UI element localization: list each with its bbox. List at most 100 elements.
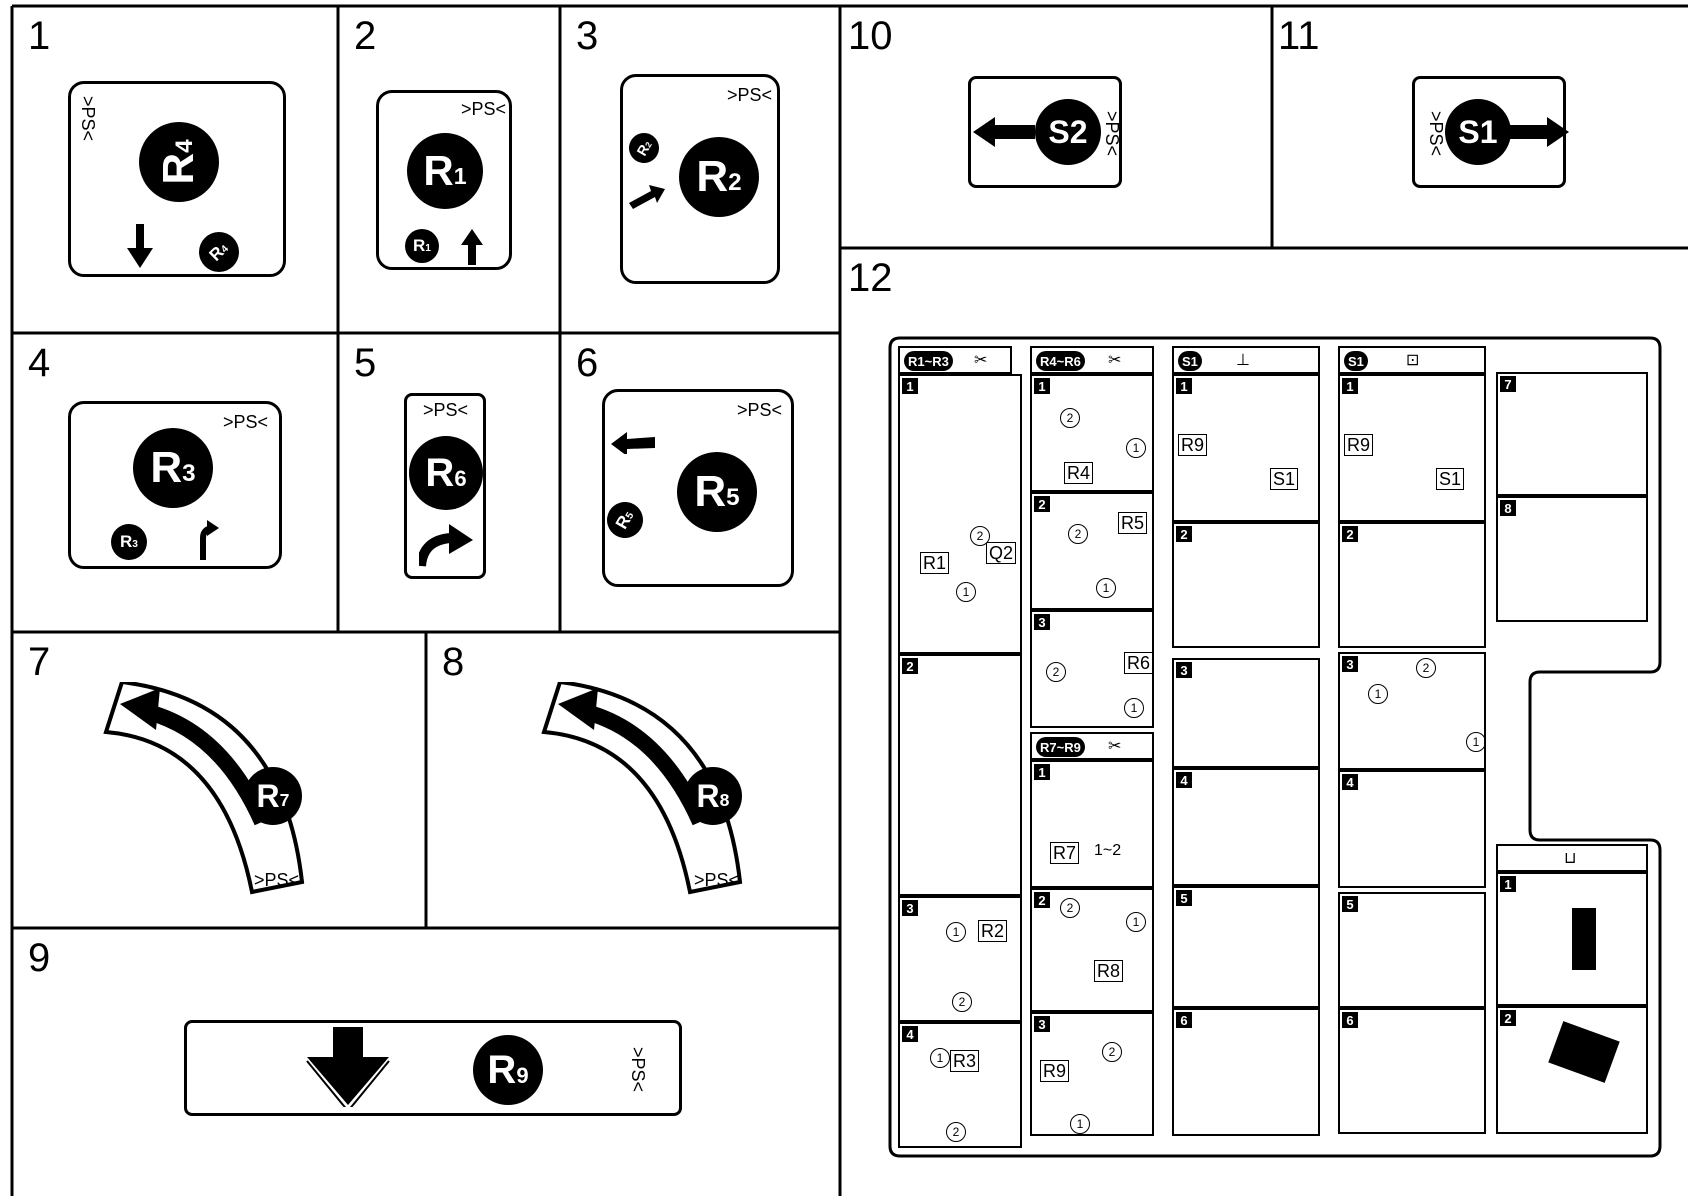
step-number: 1 bbox=[902, 378, 918, 394]
col4-header: S1 ⊡ bbox=[1338, 346, 1486, 374]
step-number: 1 bbox=[1500, 876, 1516, 892]
circled-2: 2 bbox=[1060, 898, 1080, 918]
step-number: 2 bbox=[1500, 1010, 1516, 1026]
ps-mark: >PS< bbox=[423, 400, 468, 421]
step-number: 1 bbox=[1034, 764, 1050, 780]
panel-11: 11 >PS< S1 bbox=[1272, 6, 1688, 248]
tag-r8: R8 bbox=[1094, 960, 1123, 982]
scissors-wave-icon: ✂ bbox=[1108, 350, 1121, 370]
r2-big-icon: R2 bbox=[679, 137, 759, 217]
panel-10: 10 S2 >PS< bbox=[840, 6, 1272, 248]
col2b-step-1: 1 R7 1~2 bbox=[1030, 760, 1154, 888]
col5-step-7: 7 bbox=[1496, 372, 1648, 496]
circled-1: 1 bbox=[1126, 912, 1146, 932]
circled-2: 2 bbox=[946, 1122, 966, 1142]
arrow-down-icon bbox=[127, 224, 153, 270]
circled-1: 1 bbox=[1070, 1114, 1090, 1134]
step-number: 4 bbox=[902, 1026, 918, 1042]
ps-mark: >PS< bbox=[627, 1047, 648, 1092]
arrow-up-icon bbox=[461, 229, 483, 265]
circled-2: 2 bbox=[1068, 524, 1088, 544]
ps-mark: >PS< bbox=[737, 400, 782, 421]
step-number: 2 bbox=[1342, 526, 1358, 542]
col1-step-2: 2 bbox=[898, 654, 1022, 896]
tag-r3: R3 bbox=[950, 1050, 979, 1072]
circled-1: 1 bbox=[930, 1048, 950, 1068]
circled-2: 2 bbox=[952, 992, 972, 1012]
ps-mark: >PS< bbox=[77, 96, 98, 141]
head-badge: R7~R9 bbox=[1036, 737, 1085, 757]
col4-step-4: 4 bbox=[1338, 770, 1486, 888]
col5-step-8: 8 bbox=[1496, 496, 1648, 622]
col3-header: S1 ⊥ bbox=[1172, 346, 1320, 374]
panel-number: 6 bbox=[576, 343, 598, 383]
staple-remove-icon: ⊥ bbox=[1236, 350, 1250, 370]
col3-step-6: 6 bbox=[1172, 1008, 1320, 1136]
panel-number: 5 bbox=[354, 343, 376, 383]
tag-r2: R2 bbox=[978, 920, 1007, 942]
panel-number: 11 bbox=[1278, 16, 1320, 56]
ps-mark: >PS< bbox=[223, 412, 268, 433]
head-badge: S1 bbox=[1344, 351, 1368, 371]
arrow-left-striped-icon bbox=[973, 117, 1043, 147]
panel-number: 9 bbox=[28, 938, 50, 978]
ps-mark: >PS< bbox=[694, 870, 739, 891]
step-number: 7 bbox=[1500, 376, 1516, 392]
panel-number: 3 bbox=[576, 16, 598, 56]
tag-r6: R6 bbox=[1124, 652, 1153, 674]
circled-1: 1 bbox=[1096, 578, 1116, 598]
col6-step-2: 2 bbox=[1496, 1006, 1648, 1134]
step-number: 4 bbox=[1342, 774, 1358, 790]
col2-step-3: 3 R6 2 1 bbox=[1030, 610, 1154, 728]
col3-step-4: 4 bbox=[1172, 768, 1320, 886]
step-number: 6 bbox=[1342, 1012, 1358, 1028]
panel-number: 2 bbox=[354, 16, 376, 56]
col2-header: R4~R6 ✂ bbox=[1030, 346, 1154, 374]
col2-step-1: 1 R4 2 1 bbox=[1030, 374, 1154, 492]
circled-1: 1 bbox=[956, 582, 976, 602]
tag-s1: S1 bbox=[1270, 468, 1298, 490]
step-number: 1 bbox=[1342, 378, 1358, 394]
ps-mark: >PS< bbox=[254, 870, 299, 891]
panel-12: 12 R1~R3 ✂ 1 R1 Q2 2 1 2 3 R2 1 2 4 R3 1… bbox=[840, 248, 1688, 1196]
step-number: 6 bbox=[1176, 1012, 1192, 1028]
step-number: 2 bbox=[1034, 892, 1050, 908]
panel-1: 1 >PS< R4 R4 bbox=[12, 6, 338, 333]
col2-step-2: 2 R5 2 1 bbox=[1030, 492, 1154, 610]
r5-big-icon: R5 bbox=[677, 452, 757, 532]
big-arrow-down-icon bbox=[303, 1027, 393, 1107]
head-badge: R1~R3 bbox=[904, 351, 953, 371]
col6-step-1: 1 bbox=[1496, 872, 1648, 1006]
col3-step-5: 5 bbox=[1172, 886, 1320, 1008]
curved-arrow-decal bbox=[102, 682, 342, 912]
tag-q2: Q2 bbox=[986, 542, 1016, 564]
circled-1: 1 bbox=[1126, 438, 1146, 458]
tag-r5: R5 bbox=[1118, 512, 1147, 534]
ps-mark: >PS< bbox=[1425, 111, 1446, 156]
curved-arrow-decal bbox=[540, 682, 780, 912]
panel-8: 8 R8 >PS< bbox=[426, 632, 840, 928]
col1-step-1: 1 R1 Q2 2 1 bbox=[898, 374, 1022, 654]
col6-header: ⊔ bbox=[1496, 844, 1648, 872]
arrow-curve-right-icon bbox=[419, 522, 475, 568]
step-number: 5 bbox=[1342, 896, 1358, 912]
ps-mark: >PS< bbox=[461, 99, 506, 120]
tag-r4: R4 bbox=[1064, 462, 1093, 484]
scissors-wave-icon: ✂ bbox=[974, 350, 987, 370]
ps-mark: >PS< bbox=[727, 85, 772, 106]
step-number: 2 bbox=[1176, 526, 1192, 542]
tag-range: 1~2 bbox=[1094, 842, 1121, 860]
col4-step-5: 5 bbox=[1338, 892, 1486, 1008]
circled-2: 2 bbox=[1046, 662, 1066, 682]
waste-box-tilted bbox=[1548, 1021, 1619, 1083]
